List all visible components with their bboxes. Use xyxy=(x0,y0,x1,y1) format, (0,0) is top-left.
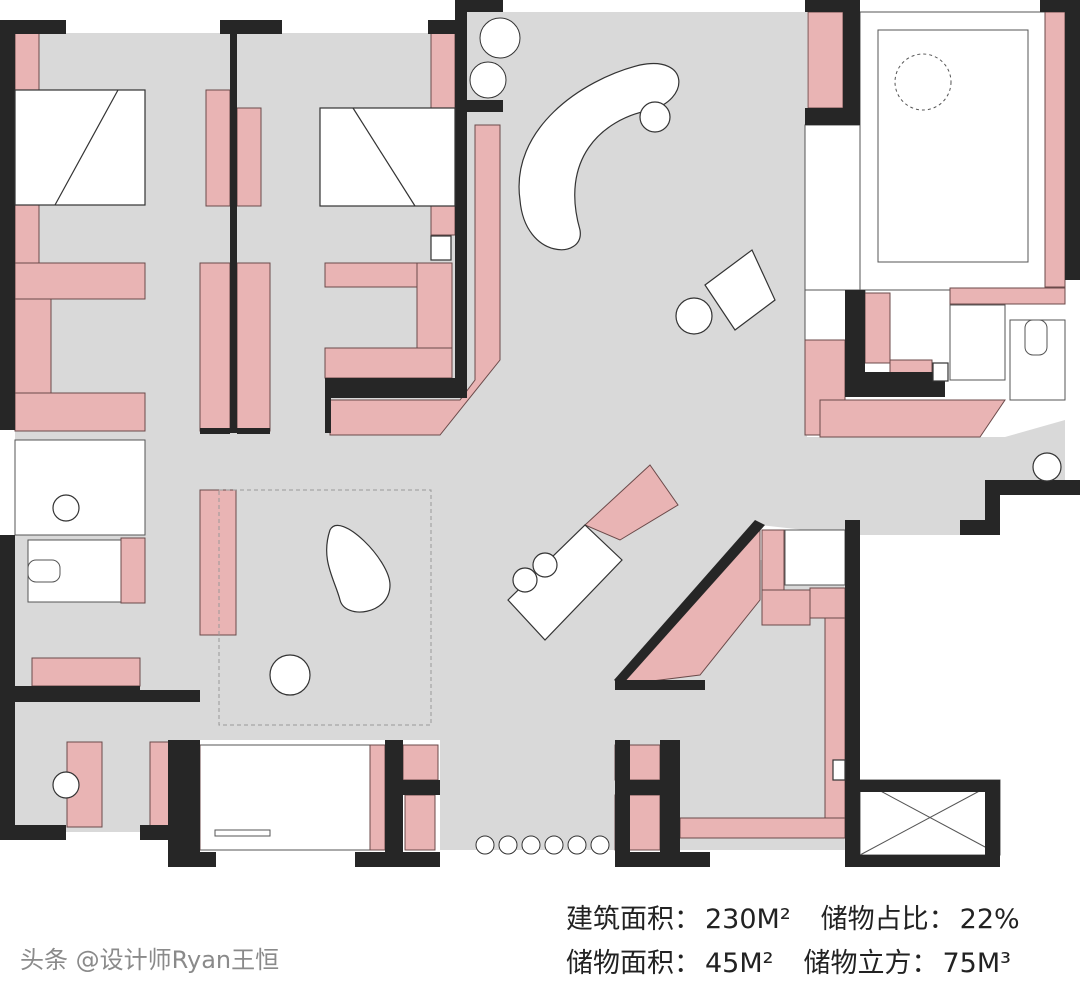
dashed-rug xyxy=(218,489,432,726)
building-area-value: 230M² xyxy=(705,904,791,935)
island-counter xyxy=(507,524,623,641)
storage-area-value: 45M² xyxy=(705,948,774,979)
walls xyxy=(0,0,1080,867)
stats-row-1: 建筑面积：230M² 储物占比：22% xyxy=(566,898,1024,942)
storage-ratio-label: 储物占比： xyxy=(820,904,956,935)
area-stats: 建筑面积：230M² 储物占比：22% 储物面积：45M² 储物立方：75M³ xyxy=(566,898,1024,986)
plants xyxy=(469,17,610,855)
storage-ratio-value: 22% xyxy=(959,904,1020,935)
storage-volume-label: 储物立方： xyxy=(803,948,939,979)
building-area-label: 建筑面积： xyxy=(566,904,701,935)
bed-right xyxy=(319,107,456,207)
stats-row-2: 储物面积：45M² 储物立方：75M³ xyxy=(566,942,1024,986)
furniture xyxy=(14,62,1062,799)
storage-cabinets xyxy=(14,11,1066,851)
storage-volume-value: 75M³ xyxy=(942,948,1011,979)
armchair xyxy=(704,249,776,331)
storage-area-label: 储物面积： xyxy=(566,948,701,979)
bed-left xyxy=(14,89,146,206)
watermark: 头条 @设计师Ryan王恒 xyxy=(20,946,280,974)
coffee-table xyxy=(326,524,391,613)
